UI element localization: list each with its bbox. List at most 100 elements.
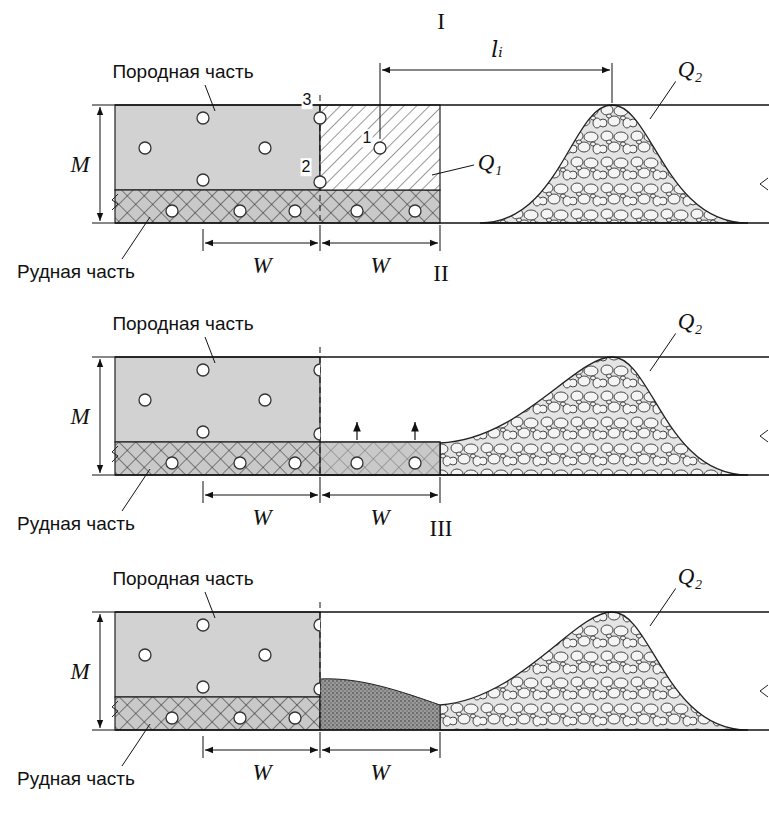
dimension-line <box>205 243 318 244</box>
dimension-line <box>205 750 318 751</box>
leader-line <box>205 337 215 363</box>
callout-number: 3 <box>302 91 313 109</box>
blast-hole <box>234 712 246 724</box>
blast-hole <box>314 176 326 188</box>
blast-hole <box>289 205 301 217</box>
dimension-label: M <box>68 659 91 684</box>
blast-hole <box>351 205 363 217</box>
blast-hole <box>139 142 151 154</box>
part-name: Породная часть <box>110 569 255 590</box>
blast-hole <box>259 142 271 154</box>
blast-hole <box>197 426 209 438</box>
dimension-label: W <box>250 253 273 278</box>
extension-line <box>92 612 115 613</box>
extension-line <box>92 475 115 476</box>
blast-hole <box>314 364 320 376</box>
extension-line <box>380 63 381 139</box>
rock-block <box>115 105 320 190</box>
dimension-line <box>205 495 318 496</box>
blast-hole <box>374 142 386 154</box>
callout-number: 2 <box>301 158 312 176</box>
muck-pile <box>480 105 748 223</box>
volume-label: Q₁ <box>476 150 505 175</box>
dimension-label: W <box>250 505 273 530</box>
blast-hole <box>259 394 271 406</box>
panel-number: III <box>428 516 455 541</box>
ore-band <box>115 190 440 223</box>
leader-line <box>205 85 215 111</box>
extension-line <box>320 477 321 503</box>
ore-band <box>115 442 440 475</box>
dimension-line <box>100 359 101 473</box>
blast-hole <box>166 457 178 469</box>
blast-hole <box>289 712 301 724</box>
leader-line <box>650 333 676 371</box>
leader-line <box>432 165 474 175</box>
blast-hole <box>409 457 421 469</box>
extension-line <box>203 229 204 251</box>
dimension-line <box>382 70 610 71</box>
volume-label: Q₂ <box>676 57 705 82</box>
blast-hole <box>351 457 363 469</box>
raised-ore <box>320 442 440 475</box>
break-mark <box>760 685 768 697</box>
leader-line <box>650 588 676 626</box>
drift-floor <box>115 729 769 731</box>
extension-line <box>92 730 115 731</box>
dimension-label: M <box>68 404 91 429</box>
blast-hole <box>289 457 301 469</box>
muck-pile <box>440 612 748 730</box>
dimension-label: W <box>368 505 391 530</box>
leader-line <box>122 217 150 259</box>
part-name: Породная часть <box>110 314 255 335</box>
blast-hole <box>314 683 320 695</box>
panel-number: I <box>435 9 447 34</box>
break-mark <box>760 178 768 190</box>
extension-line <box>203 736 204 758</box>
blast-hole <box>139 649 151 661</box>
panel-number: II <box>431 261 450 286</box>
extension-line <box>203 481 204 503</box>
extension-line <box>92 357 115 358</box>
extension-line <box>440 225 441 251</box>
drift-floor <box>115 222 769 224</box>
leader-line <box>205 592 215 618</box>
extension-line <box>440 732 441 758</box>
drift-floor <box>115 474 769 476</box>
blast-hole <box>197 174 209 186</box>
leader-line <box>122 724 150 766</box>
volume-label: Q₂ <box>676 564 705 589</box>
extension-line <box>440 477 441 503</box>
blast-hole <box>197 364 209 376</box>
blast-hole <box>234 205 246 217</box>
dimension-label: W <box>368 253 391 278</box>
callout-number: 1 <box>362 129 373 147</box>
dimension-line <box>322 243 438 244</box>
blast-hole <box>197 681 209 693</box>
part-name: Рудная часть <box>15 514 137 535</box>
extension-line <box>320 225 321 251</box>
dimension-line <box>322 750 438 751</box>
blast-hole <box>166 205 178 217</box>
extension-line <box>92 223 115 224</box>
part-name: Рудная часть <box>15 262 137 283</box>
extension-line <box>92 105 115 106</box>
rock-block <box>115 612 320 697</box>
extension-line <box>320 732 321 758</box>
dimension-line <box>322 495 438 496</box>
lift-arrow <box>356 422 357 440</box>
break-mark <box>112 701 118 717</box>
blast-hole <box>314 619 320 631</box>
part-name: Рудная часть <box>15 769 137 790</box>
dimension-line <box>100 107 101 221</box>
muck-pile <box>440 357 748 475</box>
extension-line <box>612 63 613 103</box>
part-name: Породная часть <box>110 62 255 83</box>
blast-hole <box>409 205 421 217</box>
break-mark <box>112 446 118 462</box>
dimension-label: lᵢ <box>489 38 504 62</box>
blast-hole <box>166 712 178 724</box>
rock-block <box>115 357 320 442</box>
